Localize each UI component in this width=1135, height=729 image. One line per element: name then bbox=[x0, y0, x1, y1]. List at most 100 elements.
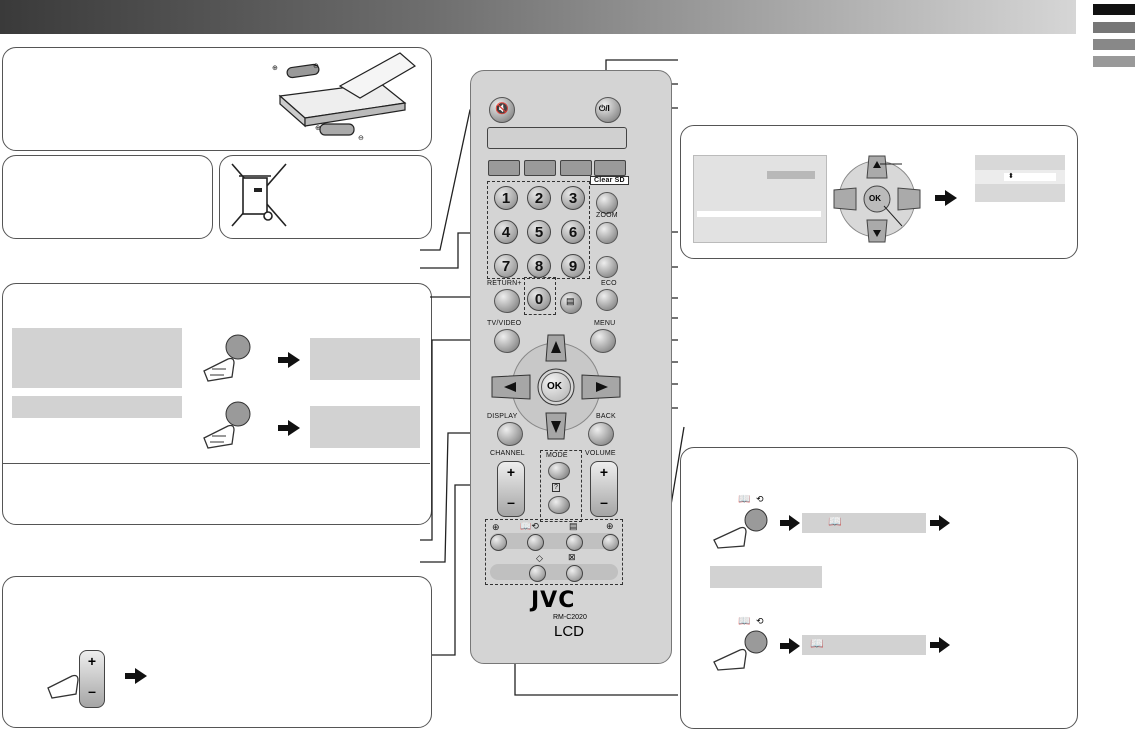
menu-highlight bbox=[767, 171, 815, 179]
back-button[interactable] bbox=[588, 422, 614, 446]
result-screen-1 bbox=[310, 338, 420, 380]
battery-illustration: ⊕ ⊖ ⊕ ⊖ bbox=[272, 52, 417, 142]
hand-press-icon bbox=[47, 674, 79, 699]
green-button[interactable] bbox=[524, 160, 556, 176]
teletext-bar bbox=[490, 533, 618, 549]
reveal-button[interactable] bbox=[529, 565, 546, 582]
return-button[interactable] bbox=[494, 289, 520, 313]
brand-logo: JVC bbox=[531, 588, 576, 613]
dpad-ok-label: OK bbox=[869, 194, 881, 203]
number-9-button[interactable]: 9 bbox=[561, 254, 585, 278]
hand-press-icon: 📖⟲ bbox=[713, 616, 768, 671]
text-icon: ▤ bbox=[566, 296, 575, 306]
size-button[interactable] bbox=[602, 534, 619, 551]
volume-rocker-example: +– bbox=[79, 650, 105, 708]
tv-video-label: TV/VIDEO bbox=[487, 320, 522, 327]
subpage-icon: ▤ bbox=[569, 521, 578, 531]
volume-rocker[interactable]: +– bbox=[590, 461, 618, 517]
number-3-button[interactable]: 3 bbox=[561, 186, 585, 210]
blue-button[interactable] bbox=[594, 160, 626, 176]
arrow-icon bbox=[278, 352, 300, 368]
arrow-icon bbox=[125, 668, 147, 684]
disposal-text-box bbox=[2, 155, 213, 239]
volume-section bbox=[2, 576, 432, 728]
clear-sd-label: Clear SD bbox=[590, 176, 629, 185]
hand-press-icon bbox=[203, 401, 251, 449]
volume-label: VOLUME bbox=[585, 450, 616, 457]
size-icon: ⊕ bbox=[606, 521, 614, 531]
ok-button[interactable]: OK bbox=[541, 372, 571, 402]
number-7-button[interactable]: 7 bbox=[494, 254, 518, 278]
number-2-button[interactable]: 2 bbox=[527, 186, 551, 210]
arrow-icon bbox=[278, 420, 300, 436]
mute-icon: 🔇 bbox=[495, 103, 509, 115]
model-number: RM-C2020 bbox=[553, 614, 587, 621]
subpage-section bbox=[680, 447, 1078, 729]
zoom-button[interactable] bbox=[596, 222, 618, 244]
index-button[interactable] bbox=[527, 534, 544, 551]
up-down-icon: ⬍ bbox=[1008, 173, 1014, 180]
svg-text:⊕: ⊕ bbox=[315, 125, 321, 132]
arrow-icon bbox=[780, 515, 800, 531]
display-button[interactable] bbox=[497, 422, 523, 446]
number-0-button[interactable]: 0 bbox=[527, 287, 551, 311]
menu-button[interactable] bbox=[590, 329, 616, 353]
subtitle-button[interactable] bbox=[596, 256, 618, 278]
svg-text:⊕: ⊕ bbox=[272, 65, 278, 72]
cancel-icon: ⊠ bbox=[568, 552, 576, 562]
svg-text:⟲: ⟲ bbox=[756, 494, 764, 504]
display-label: DISPLAY bbox=[487, 413, 518, 420]
number-8-button[interactable]: 8 bbox=[527, 254, 551, 278]
text-button[interactable]: ▤ bbox=[560, 292, 582, 314]
channel-rocker[interactable]: +– bbox=[497, 461, 525, 517]
svg-text:⊖: ⊖ bbox=[313, 63, 319, 70]
cancel-button[interactable] bbox=[566, 565, 583, 582]
help-button[interactable] bbox=[548, 496, 570, 514]
arrow-icon bbox=[930, 637, 950, 653]
crossed-bin-icon bbox=[231, 163, 287, 227]
teletext-buttons-border bbox=[485, 519, 623, 585]
number-1-button[interactable]: 1 bbox=[494, 186, 518, 210]
product-type: LCD bbox=[554, 623, 585, 640]
header-bar bbox=[0, 0, 1076, 34]
dpad-illustration bbox=[833, 155, 921, 243]
divider-line bbox=[2, 463, 430, 464]
eco-label: ECO bbox=[601, 280, 617, 287]
up-button[interactable] bbox=[546, 334, 564, 358]
mode-border bbox=[540, 450, 582, 522]
language-tab-3[interactable] bbox=[1093, 39, 1135, 50]
number-4-button[interactable]: 4 bbox=[494, 220, 518, 244]
power-button[interactable]: ⏻/I bbox=[595, 97, 621, 123]
hand-press-icon bbox=[203, 334, 251, 382]
number-5-button[interactable]: 5 bbox=[527, 220, 551, 244]
zoom-label: ZOOM bbox=[596, 212, 618, 219]
down-button[interactable] bbox=[546, 413, 564, 439]
power-icon: ⏻/I bbox=[599, 104, 610, 113]
svg-text:⟲: ⟲ bbox=[756, 616, 764, 626]
subpage-button[interactable] bbox=[566, 534, 583, 551]
right-button[interactable] bbox=[582, 376, 620, 398]
mute-button[interactable]: 🔇 bbox=[489, 97, 515, 123]
menu-row bbox=[697, 211, 821, 217]
language-tab-4[interactable] bbox=[1093, 56, 1135, 67]
language-tab-2[interactable] bbox=[1093, 22, 1135, 33]
language-tab-1[interactable] bbox=[1093, 4, 1135, 15]
index-icon: 📖⟲ bbox=[520, 521, 540, 531]
red-button[interactable] bbox=[488, 160, 520, 176]
yellow-button[interactable] bbox=[560, 160, 592, 176]
number-6-button[interactable]: 6 bbox=[561, 220, 585, 244]
svg-text:⊖: ⊖ bbox=[358, 135, 364, 142]
teletext-bar bbox=[490, 564, 618, 580]
help-icon: ? bbox=[552, 483, 561, 492]
clear-sd-button[interactable] bbox=[596, 192, 618, 214]
eco-button[interactable] bbox=[596, 289, 618, 311]
back-label: BACK bbox=[596, 413, 616, 420]
result-screen-2 bbox=[310, 406, 420, 448]
tv-video-button[interactable] bbox=[494, 329, 520, 353]
mode-button[interactable] bbox=[548, 462, 570, 480]
hold-button[interactable] bbox=[490, 534, 507, 551]
left-button[interactable] bbox=[492, 376, 530, 398]
channel-list-screen bbox=[12, 328, 182, 388]
book-icon: 📖 bbox=[810, 638, 824, 650]
book-icon: 📖 bbox=[828, 516, 842, 528]
